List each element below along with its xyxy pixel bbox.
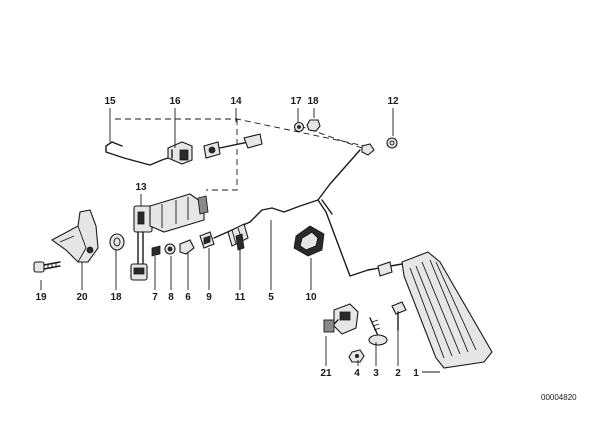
callout-1: 1 [413, 368, 419, 379]
callout-20: 20 [76, 292, 88, 303]
callout-9: 9 [206, 292, 212, 303]
callout-11: 11 [235, 292, 246, 303]
part-9-clip [199, 231, 215, 249]
part-13-actuator [130, 193, 209, 281]
part-19-bolt [33, 261, 61, 273]
callout-leader-lines [40, 108, 440, 373]
callout-15: 15 [104, 96, 116, 107]
callout-19: 19 [35, 292, 47, 303]
part-5-accelerator-cable [249, 149, 369, 277]
callout-21: 21 [320, 368, 332, 379]
callout-5: 5 [268, 292, 274, 303]
callout-14: 14 [230, 96, 242, 107]
part-15-bent-rod [105, 141, 169, 166]
part-18-bushing [109, 233, 125, 251]
callout-10: 10 [305, 292, 317, 303]
part-20-bracket [50, 209, 99, 263]
part-3-stop-screw [368, 317, 388, 346]
callout-13: 13 [135, 182, 147, 193]
callout-12: 12 [387, 96, 399, 107]
callout-18a: 18 [307, 96, 319, 107]
part-12-washer [361, 137, 398, 156]
parts-17-18-nuts [293, 119, 321, 133]
part-4-nut [348, 349, 365, 363]
callout-4: 4 [354, 368, 360, 379]
assembly-dashed-lines [115, 118, 371, 191]
diagram-reference-number: 00004820 [541, 393, 577, 402]
callout-6: 6 [185, 292, 191, 303]
callout-2: 2 [395, 368, 401, 379]
callout-18b: 18 [110, 292, 122, 303]
callout-17: 17 [290, 96, 302, 107]
callout-8: 8 [168, 292, 174, 303]
part-1-pedal [367, 251, 493, 369]
parts-7-8-6-cable-hardware [151, 239, 195, 257]
part-21-kickdown-switch [323, 303, 359, 335]
part-14-connecting-rod [203, 133, 263, 159]
callout-16: 16 [169, 96, 181, 107]
part-10-grommet [293, 225, 325, 257]
part-16-clip [167, 141, 193, 165]
part-2-bolt [391, 301, 407, 331]
part-11-cable-sleeve [213, 221, 251, 251]
callout-7: 7 [152, 292, 158, 303]
callout-3: 3 [373, 368, 379, 379]
